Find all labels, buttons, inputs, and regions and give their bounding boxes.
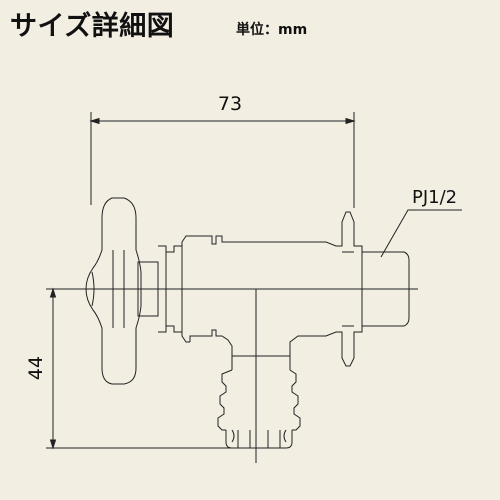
unit-label: 単位：mm (236, 22, 308, 38)
page-title: サイズ詳細図 (10, 11, 175, 42)
body-lower-outline (189, 329, 291, 370)
spindle-part (137, 235, 190, 343)
arrow-left (89, 117, 100, 125)
height-dimension (46, 287, 262, 450)
header: サイズ詳細図 単位：mm (0, 0, 500, 50)
width-dimension (89, 112, 356, 208)
arrow-bottom (49, 439, 57, 450)
body-upper-outline (190, 211, 410, 367)
hose-connector (217, 369, 301, 449)
width-dimension-label: 73 (218, 93, 242, 115)
thread-leader-line (380, 209, 462, 258)
height-dimension-label: 44 (25, 356, 47, 380)
arrow-top (49, 287, 57, 298)
handle-part (85, 197, 142, 385)
thread-callout-label: PJ1/2 (412, 187, 457, 208)
arrow-right (345, 117, 356, 125)
